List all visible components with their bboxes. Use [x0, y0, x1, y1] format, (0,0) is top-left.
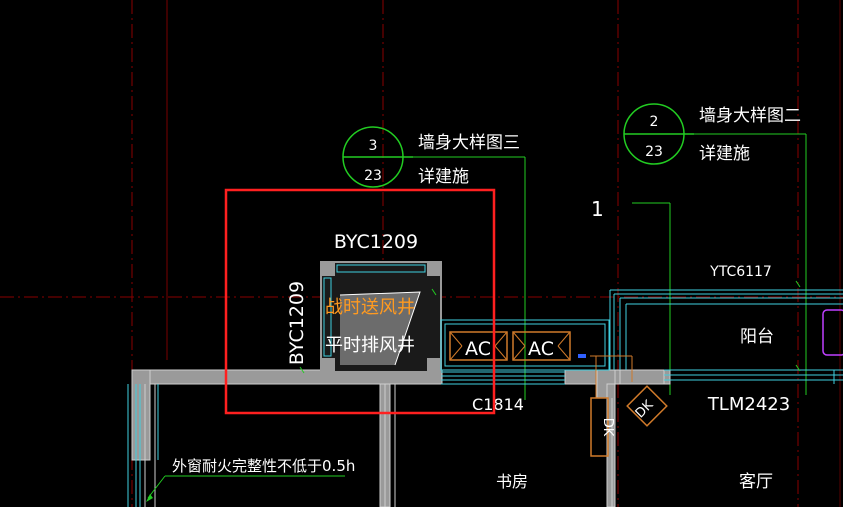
- ac-label-1: AC: [465, 338, 491, 360]
- ac-unit-2: [512, 331, 571, 361]
- shaft-name-fire: 战时送风井: [325, 297, 415, 318]
- door-tlm-label: TLM2423: [707, 394, 790, 415]
- fire-note: 外窗耐火完整性不低于0.5h: [146, 457, 355, 502]
- detail-callout-2: 2 23 墙身大样图二 详建施: [623, 103, 807, 395]
- window-label-top: BYC1209: [334, 231, 418, 253]
- axis-label: 1: [591, 197, 604, 221]
- pipe-markers: [578, 354, 633, 398]
- balcony-appliance: [822, 309, 843, 356]
- room-balcony: 阳台: [740, 327, 774, 347]
- section-marker-1: 1: [591, 197, 671, 395]
- ac-label-2: AC: [528, 338, 554, 360]
- callout-2-line2: 详建施: [699, 144, 750, 164]
- window-label-side: BYC1209: [286, 281, 308, 365]
- ac-unit-1: [449, 331, 508, 361]
- fire-note-text: 外窗耐火完整性不低于0.5h: [172, 457, 355, 475]
- callout-2-bottom: 23: [645, 144, 663, 160]
- walls: [131, 369, 671, 507]
- window-c-label: C1814: [472, 395, 524, 414]
- dimension-ticks: [299, 280, 801, 374]
- dk-label-1: DK: [600, 418, 615, 437]
- wall-thin-lines: [144, 384, 613, 507]
- air-shaft: [320, 261, 442, 373]
- dk-unit-1: [590, 397, 609, 457]
- shaft-name-peace: 平时排风井: [325, 335, 415, 356]
- room-study: 书房: [496, 472, 528, 491]
- window-balcony-label: YTC6117: [709, 264, 772, 280]
- callout-2-line1: 墙身大样图二: [699, 106, 801, 126]
- callout-2-top: 2: [650, 114, 659, 130]
- highlight-box: [224, 188, 496, 415]
- balcony-lines: [440, 289, 843, 385]
- callout-3-line1: 墙身大样图三: [418, 133, 520, 153]
- wall-cyan-lines: [127, 384, 159, 507]
- room-living: 客厅: [739, 472, 773, 492]
- dk-label-2: DK: [633, 397, 657, 421]
- callout-3-top: 3: [369, 138, 378, 154]
- callout-3-bottom: 23: [364, 168, 382, 184]
- ac-units: AC AC: [449, 331, 571, 361]
- callout-3-line2: 详建施: [418, 167, 469, 187]
- dk-unit-2: [626, 385, 668, 427]
- detail-callout-3: 3 23 墙身大样图三 详建施: [342, 126, 526, 400]
